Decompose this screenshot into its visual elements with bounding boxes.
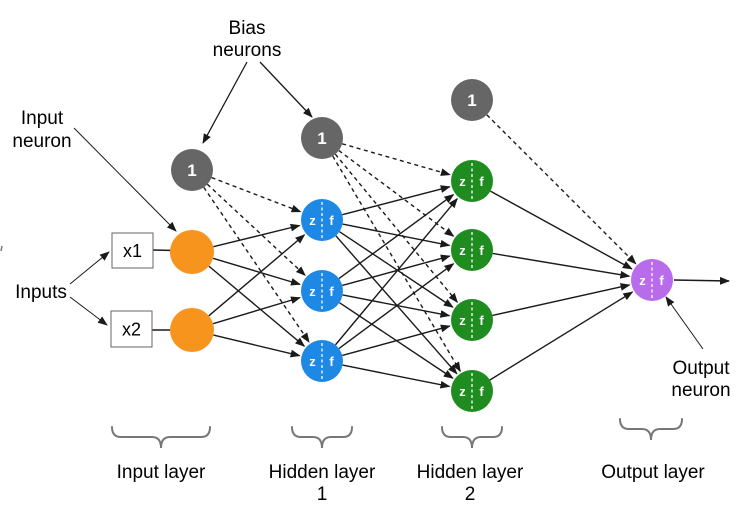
edge-h1b-h2a: [338, 194, 455, 280]
inputs-label: Inputs: [15, 282, 67, 303]
hidden1-neuron-2-f-label: f: [329, 284, 334, 299]
hidden1-neuron-1-f-label: f: [329, 213, 334, 228]
inputs-to-x1-arrow: [69, 251, 110, 285]
hidden2-neuron-3-z-label: z: [459, 313, 466, 328]
hidden-layer-2-label-line1: Hidden layer: [417, 462, 524, 483]
bias-neuron-3-value: 1: [467, 91, 476, 110]
bias-neuron-1: [171, 149, 213, 191]
stray-edge-mark: [0, 245, 3, 252]
hidden2-neuron-2-f-label: f: [479, 243, 484, 258]
output-neuron-label-line1: Output: [672, 358, 730, 379]
edge-in1-h1b: [212, 257, 301, 286]
edge-h2a-out: [490, 190, 633, 270]
output-neuron-z-label: z: [639, 273, 646, 288]
hidden-layer-2-label-line2: 2: [465, 484, 476, 505]
bias-edge-bias3-out: [486, 114, 637, 265]
bias-neurons-label-line1: Bias: [229, 18, 266, 39]
bias-neuron-1-value: 1: [187, 161, 196, 180]
bias-neurons-label-line2: neurons: [213, 40, 282, 61]
hidden1-neuron-3-f-label: f: [329, 354, 334, 369]
input-neuron-label-line1: Input: [21, 108, 64, 129]
bias-edge-bias2-h2a: [341, 143, 451, 176]
x2-box: [110, 310, 153, 348]
bias-neuron-2: [301, 117, 343, 159]
x1-box-label: x1: [123, 241, 142, 261]
edge-h1a-h2a: [342, 185, 451, 216]
output-neuron-label-arrow: [665, 296, 704, 350]
text-labels-layer: BiasneuronsInputneuronInputsOutputneuron…: [0, 18, 731, 505]
braces-layer: [111, 418, 683, 449]
bias-edge-bias2-h2c: [334, 153, 459, 304]
edges-layer: [203, 114, 637, 389]
hidden-layer-1-label-line2: 1: [317, 484, 328, 505]
edge-h2c-out: [492, 283, 631, 317]
output-neuron-label-line2: neuron: [671, 380, 730, 401]
hidden1-neuron-3-z-label: z: [309, 354, 316, 369]
edge-h1c-h2a: [334, 197, 458, 346]
edge-h1c-h2b: [338, 263, 455, 350]
bias-neuron-2-value: 1: [317, 129, 326, 148]
bias-label-to-bias2-arrow: [259, 61, 313, 118]
input-neuron-label-line2: neuron: [12, 131, 71, 152]
edge-h1b-h2c: [342, 294, 451, 318]
hidden2-neuron-2-z-label: z: [459, 243, 466, 258]
bias-edge-bias2-h2b: [338, 150, 455, 237]
hidden2-neuron-1-f-label: f: [479, 174, 484, 189]
hidden-layer-1-brace: [291, 426, 353, 449]
input-neuron-2: [170, 308, 214, 352]
output-neuron-f-label: f: [659, 273, 664, 288]
edge-in2-h1a: [208, 234, 306, 317]
edge-in2-h1b: [212, 296, 301, 325]
x1-box: [111, 232, 154, 269]
hidden2-neuron-4-f-label: f: [479, 384, 484, 399]
bias-edge-bias1-h1a: [211, 176, 302, 213]
edge-h1b-h2b: [342, 254, 451, 287]
edge-in1-h1a: [213, 223, 301, 248]
input-layer-label: Input layer: [117, 462, 206, 483]
hidden2-neuron-4-z-label: z: [459, 384, 466, 399]
edge-h2d-out: [489, 291, 634, 381]
edge-h1c-h2d: [342, 364, 451, 389]
hidden2-neuron-3-f-label: f: [479, 313, 484, 328]
hidden-layer-2-brace: [441, 426, 503, 449]
edge-h2b-out: [492, 252, 631, 279]
input-boxes-layer: x1 x2: [110, 232, 154, 348]
edge-h1a-h2c: [339, 231, 454, 308]
hidden1-neuron-1-z-label: z: [309, 213, 316, 228]
edge-in2-h1c: [213, 334, 301, 358]
input-layer-brace: [111, 426, 211, 449]
input-neuron-label-arrow: [73, 127, 177, 232]
edge-h1a-h2b: [342, 223, 451, 248]
x2-box-label: x2: [122, 320, 141, 340]
output-layer-brace: [619, 418, 683, 441]
inputs-to-x2-arrow: [69, 296, 108, 326]
input-neuron-1: [170, 230, 214, 274]
network-output-arrow: [673, 276, 730, 285]
edge-in1-h1c: [208, 265, 306, 347]
edge-h1c-h2c: [342, 324, 451, 357]
bias-neuron-3: [451, 79, 493, 121]
output-layer-label: Output layer: [601, 462, 705, 483]
hidden1-neuron-2-z-label: z: [309, 284, 316, 299]
bias-label-to-bias1-arrow: [202, 61, 248, 144]
hidden-layer-1-label-line1: Hidden layer: [269, 462, 376, 483]
hidden2-neuron-1-z-label: z: [459, 174, 466, 189]
bias-edge-bias1-h1c: [203, 186, 310, 343]
